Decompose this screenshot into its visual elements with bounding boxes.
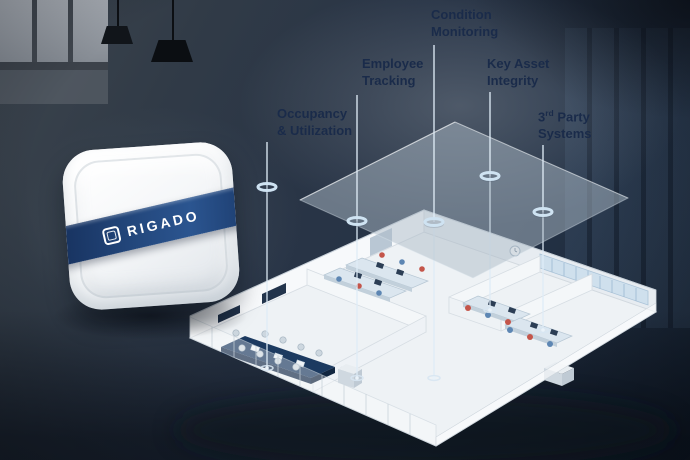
floor-marker-keyasset — [483, 306, 497, 314]
sensor-rings — [256, 171, 554, 228]
gateway-brand-text: RIGADO — [125, 207, 202, 240]
label-line: Key Asset — [487, 56, 550, 71]
floor-marker-employee — [350, 374, 364, 382]
label-line: & Utilization — [277, 122, 353, 138]
floor-markers — [260, 306, 550, 382]
floor-marker-occupancy — [260, 364, 274, 372]
rigado-logo-icon — [100, 225, 122, 246]
sensor-ring-thirdparty — [532, 207, 554, 218]
wall-tv — [262, 283, 286, 304]
floor-marker-thirdparty — [536, 326, 550, 334]
sensor-ring-condition — [423, 217, 445, 228]
label-line: Monitoring — [431, 23, 499, 39]
label-line: Systems — [538, 126, 592, 142]
gateway-body: RIGADO — [60, 140, 242, 312]
label-line: Tracking — [362, 72, 416, 88]
front-right-rim — [435, 302, 657, 447]
desk-monitors — [353, 261, 405, 286]
sensor-ring-employee — [346, 216, 368, 227]
label-line: Integrity — [487, 72, 539, 88]
front-glass-wall — [189, 302, 657, 447]
label-third-party-systems: 3rd Party Systems — [538, 108, 591, 143]
label-key-asset-integrity: Key Asset Integrity — [487, 56, 549, 90]
label-line: 3rd Party — [538, 108, 590, 125]
rigado-gateway-device: RIGADO — [60, 140, 242, 312]
label-line: Employee — [362, 56, 424, 71]
sensor-ring-occupancy — [256, 182, 278, 193]
label-line: Occupancy — [277, 106, 348, 121]
sensor-ring-keyasset — [479, 171, 501, 182]
floor-marker-condition — [427, 374, 441, 382]
label-line: Condition — [431, 7, 492, 22]
label-condition-monitoring: Condition Monitoring — [431, 7, 498, 41]
right-office-desks — [462, 295, 573, 347]
sensor-plane — [298, 121, 630, 279]
label-employee-tracking: Employee Tracking — [362, 56, 423, 90]
connector-lines-above-plane — [266, 45, 544, 222]
desk-chairs — [465, 305, 553, 347]
label-occupancy-utilization: Occupancy & Utilization — [277, 106, 352, 140]
